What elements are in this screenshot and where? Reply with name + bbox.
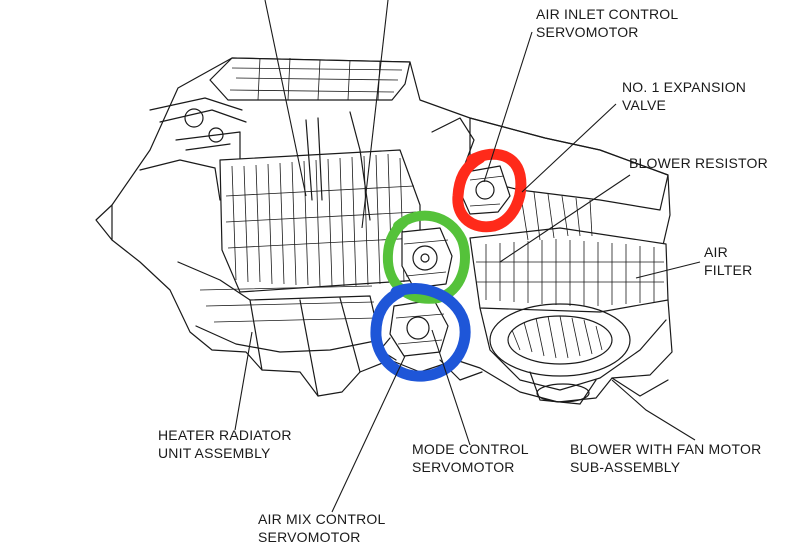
- air-filter-label-2: FILTER: [704, 262, 752, 278]
- air-inlet-control-label-2: SERVOMOTOR: [536, 24, 639, 40]
- expansion-valve-label-2: VALVE: [622, 97, 666, 113]
- blower-resistor-label: BLOWER RESISTOR: [629, 155, 768, 171]
- expansion-valve-label-1: NO. 1 EXPANSION: [622, 79, 746, 95]
- heater-radiator-label-1: HEATER RADIATOR: [158, 427, 292, 443]
- air-mix-servomotor-highlight: [370, 283, 471, 382]
- mode-control-label-2: SERVOMOTOR: [412, 459, 515, 475]
- air-mix-control-label-1: AIR MIX CONTROL: [258, 511, 385, 527]
- air-mix-control-label-2: SERVOMOTOR: [258, 529, 361, 545]
- blower-fan-motor-label-2: SUB-ASSEMBLY: [570, 459, 681, 475]
- heater-radiator-label-2: UNIT ASSEMBLY: [158, 445, 271, 461]
- air-inlet-control-label-1: AIR INLET CONTROL: [536, 6, 678, 22]
- highlight-markers: [370, 148, 527, 382]
- mode-control-label-1: MODE CONTROL: [412, 441, 529, 457]
- air-inlet-servomotor-highlight: [452, 148, 527, 233]
- air-filter-label-1: AIR: [704, 244, 728, 260]
- blower-fan-motor-label-1: BLOWER WITH FAN MOTOR: [570, 441, 761, 457]
- leader-lines: [234, 0, 701, 513]
- callout-labels: AIR INLET CONTROL SERVOMOTOR NO. 1 EXPAN…: [158, 6, 768, 545]
